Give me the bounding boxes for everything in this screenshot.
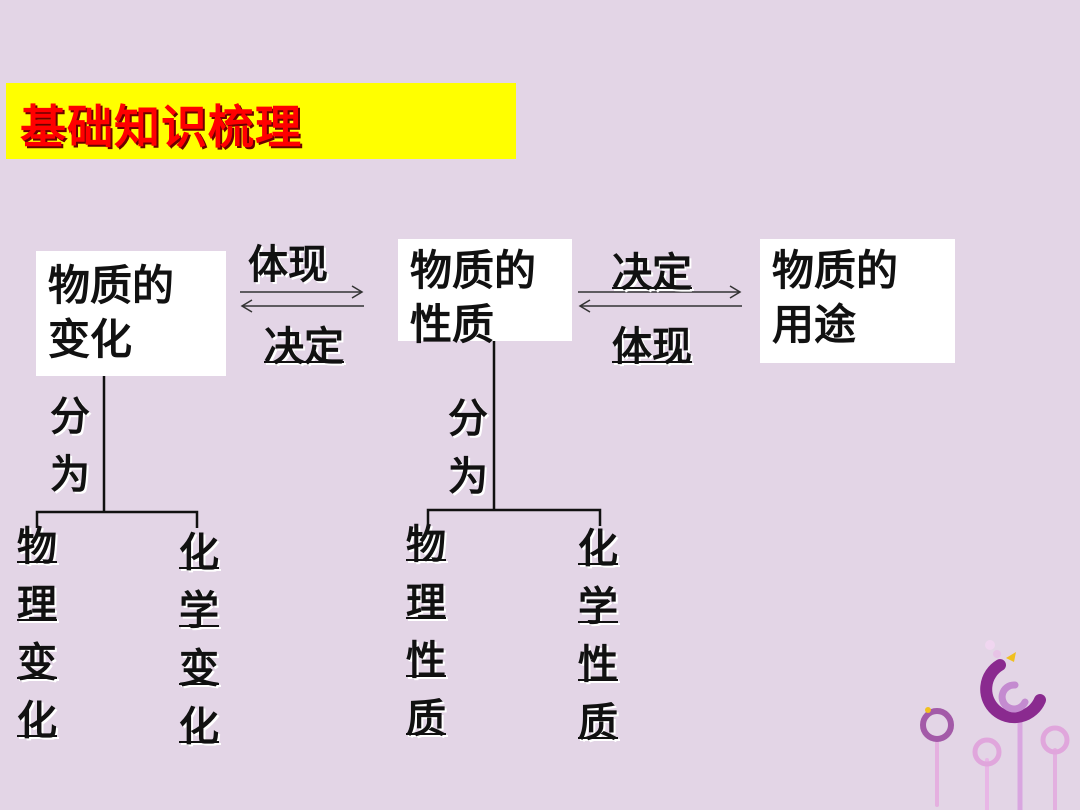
box-line: 物质的 <box>410 246 537 295</box>
box-line: 用途 <box>772 300 857 349</box>
box-line: 物质的 <box>772 246 899 295</box>
relation-label: 体现 <box>248 242 328 288</box>
tree-branch <box>35 510 199 528</box>
leaf-physical-property: 物理性质 <box>402 516 450 748</box>
leaf-chemical-property: 化学性质 <box>574 520 622 752</box>
page-title: 基础知识梳理 <box>20 100 302 154</box>
divide-label: 分为 <box>50 394 90 498</box>
abstract-flower-logo-icon <box>920 640 1070 810</box>
arrow-head <box>351 285 364 299</box>
relation-label: 决定 <box>612 250 692 296</box>
box-line: 变化 <box>48 315 133 364</box>
leaf-chemical-change: 化学变化 <box>175 524 223 756</box>
leaf-physical-change: 物理变化 <box>13 518 61 750</box>
leaf-text: 物理变化 <box>17 524 57 744</box>
leaf-text: 化学变化 <box>179 530 219 750</box>
box-material-use: 物质的 用途 <box>760 239 955 363</box>
box-material-change: 物质的 变化 <box>36 251 226 376</box>
relation-label: 决定 <box>264 324 344 370</box>
divide-label: 分为 <box>448 396 488 500</box>
tree-branch <box>426 508 602 526</box>
box-line: 性质 <box>410 300 495 349</box>
relation-label: 体现 <box>612 324 692 370</box>
title-banner: 基础知识梳理 <box>6 83 516 159</box>
leaf-text: 化学性质 <box>578 526 618 746</box>
arrow-head <box>240 299 253 313</box>
arrow-head <box>578 299 591 313</box>
arrow-head <box>729 285 742 299</box>
box-material-property: 物质的 性质 <box>398 239 572 349</box>
leaf-text: 物理性质 <box>406 522 446 742</box>
box-line: 物质的 <box>48 261 175 310</box>
